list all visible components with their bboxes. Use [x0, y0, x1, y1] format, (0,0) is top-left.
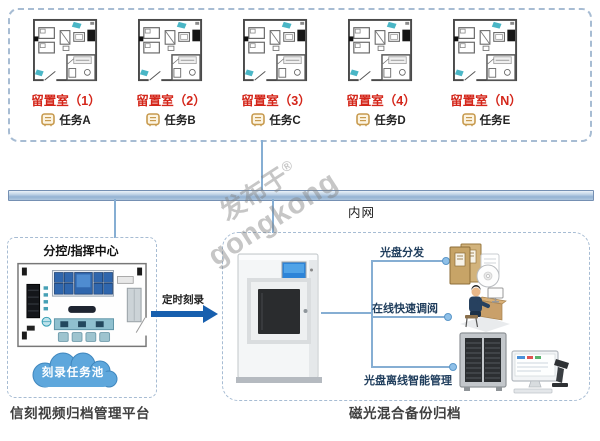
intranet-label: 内网 — [348, 206, 376, 220]
task-list-icon — [356, 113, 370, 127]
task-row: 任务D — [356, 112, 406, 128]
task-list-icon — [251, 113, 265, 127]
branch-label-distribution: 光盘分发 — [380, 247, 424, 259]
intranet-bus-bar — [8, 190, 594, 201]
connector-rooms-to-bus — [261, 140, 263, 190]
task-list-icon — [462, 113, 476, 127]
operator-workstation-illustration — [454, 280, 514, 332]
branch-dot-retrieval — [444, 313, 452, 321]
rooms-group-box — [8, 8, 592, 142]
task-label: 任务C — [269, 115, 301, 127]
command-center-box — [7, 237, 157, 398]
disc-burning-machine — [236, 250, 322, 386]
task-list-icon — [41, 113, 55, 127]
branch-label-offline: 光盘离线智能管理 — [364, 375, 452, 387]
task-label: 任务B — [164, 115, 196, 127]
branch-line-retrieval — [371, 316, 447, 318]
disc-cabinet-terminal-illustration — [456, 331, 572, 395]
room-label: 留置室（2） — [136, 94, 206, 108]
room-floorplan — [345, 18, 417, 84]
branch-line-distribution — [371, 260, 445, 262]
room-column-3: 留置室（3） 任务C — [226, 18, 326, 136]
scheduled-burn-arrowhead — [203, 305, 218, 323]
task-pool-label: 刻录任务池 — [41, 367, 105, 379]
task-label: 任务E — [479, 115, 511, 127]
task-label: 任务D — [374, 115, 406, 127]
room-label: 留置室（4） — [346, 94, 416, 108]
room-column-4: 留置室（4） 任务D — [331, 18, 431, 136]
archive-caption: 磁光混合备份归档 — [349, 406, 461, 421]
room-column-1: 留置室（1） 任务A — [16, 18, 116, 136]
branch-dot-offline — [449, 363, 457, 371]
archive-system-box — [222, 232, 590, 401]
registered-mark: ® — [278, 156, 296, 176]
room-column-n: 留置室（N） 任务E — [436, 18, 536, 136]
room-floorplan — [240, 18, 312, 84]
room-label: 留置室（N） — [450, 94, 522, 108]
scheduled-burn-arrow — [151, 311, 203, 317]
room-label: 留置室（3） — [241, 94, 311, 108]
control-room-floorplan — [17, 262, 147, 348]
task-label: 任务A — [59, 115, 91, 127]
room-floorplan — [30, 18, 102, 84]
task-row: 任务A — [41, 112, 91, 128]
command-center-title: 分控/指挥中心 — [43, 244, 119, 258]
connector-bus-to-archive — [272, 199, 274, 233]
task-row: 任务E — [462, 112, 511, 128]
scheduled-burn-label: 定时刻录 — [162, 294, 204, 306]
connector-bus-to-command-center — [114, 199, 116, 238]
platform-caption: 信刻视频归档管理平台 — [10, 406, 150, 421]
room-floorplan — [135, 18, 207, 84]
task-row: 任务C — [251, 112, 301, 128]
room-floorplan — [450, 18, 522, 84]
task-list-icon — [146, 113, 160, 127]
branch-line-offline — [371, 366, 452, 368]
branch-label-retrieval: 在线快速调阅 — [372, 303, 438, 315]
room-label: 留置室（1） — [31, 94, 101, 108]
task-row: 任务B — [146, 112, 196, 128]
room-column-2: 留置室（2） 任务B — [121, 18, 221, 136]
task-pool-cloud: 刻录任务池 — [23, 351, 123, 393]
connector-machine-to-trunk — [321, 312, 372, 314]
branch-trunk-line — [371, 260, 373, 368]
